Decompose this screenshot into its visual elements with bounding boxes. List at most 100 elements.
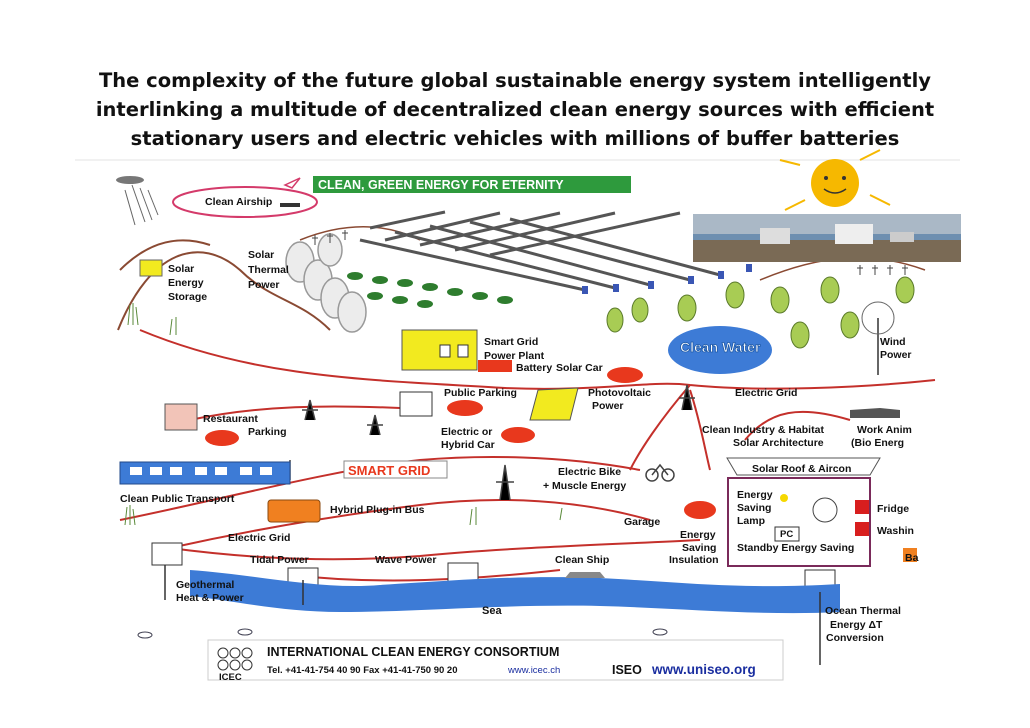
- rain-icon: [124, 184, 159, 226]
- label-lamp-2: Saving: [737, 502, 771, 514]
- footer-icec-link[interactable]: www.icec.ch: [507, 665, 560, 676]
- bus-icon: [267, 499, 321, 523]
- parked-car-icon: [447, 400, 483, 416]
- label-geothermal-1: Geothermal: [176, 579, 234, 591]
- pv-panel-icon: [529, 387, 579, 421]
- label-restaurant: Restaurant: [203, 413, 258, 425]
- title-line-1: The complexity of the future global sust…: [98, 69, 932, 92]
- label-ocean-thermal-3: Conversion: [826, 632, 884, 644]
- label-wave: Wave Power: [375, 554, 436, 566]
- pc-icon: [774, 526, 800, 542]
- label-smart-grid: SMART GRID: [348, 463, 430, 478]
- headline-banner: [313, 176, 631, 193]
- label-smart-grid-plant-1: Smart Grid: [484, 336, 538, 348]
- battery-home-icon: [903, 548, 917, 562]
- icec-logo: [217, 647, 253, 671]
- restaurant-icon: [164, 403, 198, 431]
- label-electric-bike-2: + Muscle Energy: [543, 480, 626, 492]
- label-pv-2: Power: [592, 400, 624, 412]
- label-lamp-1: Energy: [737, 489, 773, 501]
- label-insulation-2: Saving: [682, 542, 716, 554]
- label-clean-water: Clean Water: [680, 339, 761, 355]
- label-pc: PC: [780, 529, 793, 540]
- label-garage: Garage: [624, 516, 660, 528]
- geothermal-box-icon: [151, 542, 183, 566]
- label-wind-1: Wind: [880, 336, 906, 348]
- label-washing: Washin: [877, 525, 914, 537]
- garage-car-icon: [684, 501, 716, 519]
- washer-icon: [855, 522, 869, 536]
- sea-area: [190, 570, 840, 614]
- label-solar-thermal-3: Power: [248, 279, 280, 291]
- label-solar-thermal-2: Thermal: [248, 264, 289, 276]
- airship-fin-icon: [283, 177, 301, 189]
- label-solar-thermal-1: Solar: [248, 249, 274, 261]
- ufo-icon: [116, 176, 144, 184]
- label-insulation-3: Insulation: [669, 554, 719, 566]
- title-line-2: interlinking a multitude of decentralize…: [95, 98, 935, 121]
- label-hybrid-car-2: Hybrid Car: [441, 439, 495, 451]
- label-work-animals-1: Work Anim: [857, 424, 912, 436]
- label-hybrid-bus: Hybrid Plug-in Bus: [330, 504, 425, 516]
- small-turbines: [312, 230, 908, 275]
- label-smart-grid-plant-2: Power Plant: [484, 350, 545, 362]
- hill-left-top: [119, 239, 211, 271]
- ship-icon: [565, 572, 605, 578]
- person-icon: [812, 497, 838, 523]
- label-pv-1: Photovoltaic: [588, 387, 651, 399]
- work-animal-icon: [850, 408, 900, 418]
- trees: [606, 276, 915, 349]
- label-clean-ship: Clean Ship: [555, 554, 609, 566]
- label-parking: Parking: [248, 426, 287, 438]
- page-title: The complexity of the future global sust…: [60, 66, 970, 153]
- bike-icon: [645, 463, 675, 482]
- label-ocean-thermal-2: Energy ΔT: [830, 619, 883, 631]
- footer-box: [207, 639, 784, 681]
- battery-icon: [478, 360, 512, 372]
- lamp-icon: [780, 494, 788, 502]
- label-hybrid-car-1: Electric or: [441, 426, 492, 438]
- reed-plants: [124, 303, 563, 526]
- smart-grid-box: [343, 460, 448, 479]
- airship-gondola-icon: [280, 203, 300, 207]
- label-solar-car: Solar Car: [556, 362, 603, 374]
- solar-car-icon: [607, 367, 643, 383]
- label-solar-roof: Solar Roof & Aircon: [752, 463, 851, 475]
- hill-left: [117, 251, 331, 331]
- label-sea: Sea: [482, 605, 502, 617]
- label-public-transport: Clean Public Transport: [120, 493, 235, 505]
- label-storage-3: Storage: [168, 291, 207, 303]
- label-ba: Ba: [905, 552, 919, 564]
- label-storage-1: Solar: [168, 263, 194, 275]
- label-clean-industry-1: Clean Industry & Habitat: [702, 424, 824, 436]
- sun-icon: [811, 159, 859, 207]
- label-storage-2: Energy: [168, 277, 204, 289]
- footer-contact: Tel. +41-41-754 40 90 Fax +41-41-750 90 …: [267, 665, 458, 676]
- storage-box-icon: [139, 259, 163, 277]
- airship-outline: [172, 186, 318, 218]
- label-work-animals-2: (Bio Energ: [851, 437, 904, 449]
- lake-icon: [668, 326, 772, 374]
- label-insulation-1: Energy: [680, 529, 716, 541]
- label-electric-bike-1: Electric Bike: [558, 466, 621, 478]
- label-fridge: Fridge: [877, 503, 909, 515]
- parking-box-icon: [399, 391, 433, 417]
- footer-uniseo-link[interactable]: www.uniseo.org: [651, 662, 756, 677]
- roof-icon: [726, 457, 881, 476]
- fridge-icon: [855, 500, 869, 514]
- label-ocean-thermal-1: Ocean Thermal: [825, 605, 901, 617]
- label-public-parking: Public Parking: [444, 387, 517, 399]
- label-electric-grid-left: Electric Grid: [228, 532, 290, 544]
- footer-consortium: INTERNATIONAL CLEAN ENERGY CONSORTIUM: [267, 645, 559, 659]
- hybrid-car-icon: [501, 427, 535, 443]
- label-lamp-3: Lamp: [737, 515, 765, 527]
- solar-collector-field: [359, 210, 721, 292]
- label-standby: Standby Energy Saving: [737, 542, 854, 554]
- title-line-3: stationary users and electric vehicles w…: [130, 127, 900, 150]
- label-electric-grid-right: Electric Grid: [735, 387, 797, 399]
- label-geothermal-2: Heat & Power: [176, 592, 244, 604]
- label-wind-2: Power: [880, 349, 912, 361]
- logo-text: ICEC: [219, 672, 242, 683]
- label-clean-airship: Clean Airship: [205, 196, 272, 208]
- house-frame: [727, 477, 871, 567]
